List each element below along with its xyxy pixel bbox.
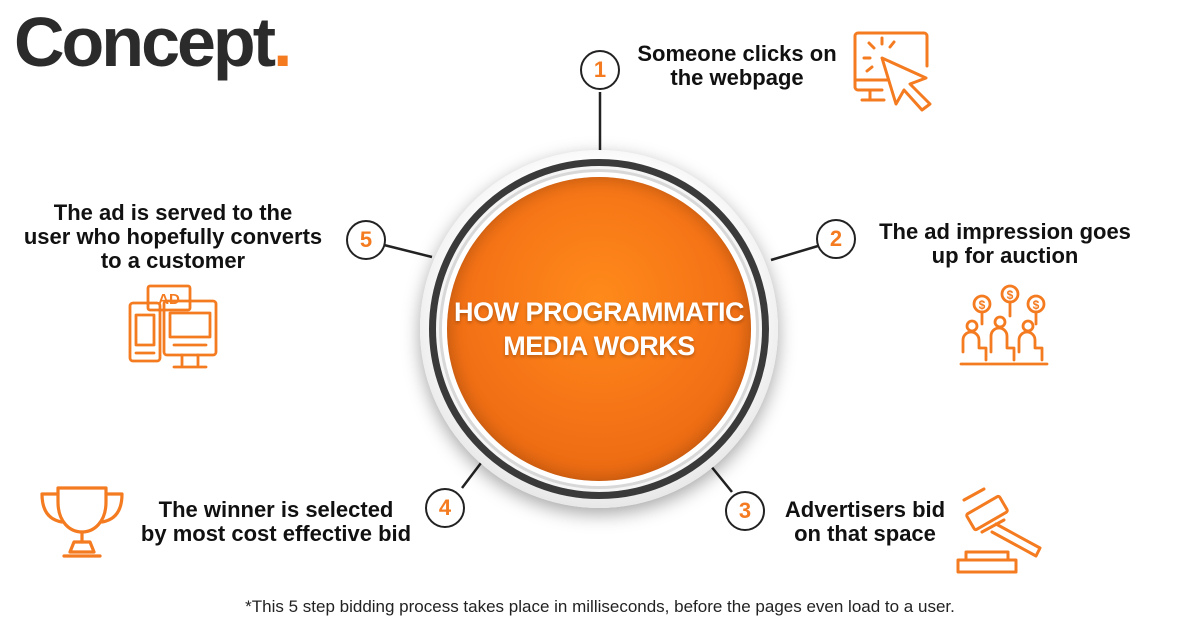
- cursor-click-screen-icon: [853, 31, 932, 112]
- step-5-text: The ad is served to the user who hopeful…: [10, 201, 336, 273]
- ad-icon-label: AD: [158, 291, 180, 308]
- step-3-text: Advertisers bid on that space: [772, 498, 958, 546]
- step-3-badge: 3: [725, 491, 765, 531]
- logo-dot: .: [273, 3, 293, 81]
- connector-5: [383, 243, 433, 259]
- step-5-badge: 5: [346, 220, 386, 260]
- step-2-line2: up for auction: [931, 243, 1079, 268]
- step-2-text: The ad impression goes up for auction: [870, 220, 1140, 268]
- step-1-line2: the webpage: [670, 65, 804, 90]
- step-2-line1: The ad impression goes: [879, 219, 1131, 244]
- step-3-line2: on that space: [794, 521, 936, 546]
- step-5-line1: The ad is served to the: [53, 200, 293, 225]
- step-1-badge: 1: [580, 50, 620, 90]
- step-4-badge: 4: [425, 488, 465, 528]
- hub-circle: HOW PROGRAMMATIC MEDIA WORKS: [447, 177, 751, 481]
- step-5-line3: to a customer: [100, 248, 246, 273]
- step-4-text: The winner is selected by most cost effe…: [128, 498, 424, 546]
- ad-devices-icon: AD: [128, 284, 218, 369]
- step-2-badge: 2: [816, 219, 856, 259]
- auction-bidders-icon: $ $ $: [959, 284, 1049, 366]
- logo-text: Concept: [14, 3, 276, 81]
- brand-logo: Concept.: [14, 2, 293, 82]
- hub-title-line2: MEDIA WORKS: [503, 331, 695, 361]
- gavel-icon: [956, 487, 1042, 574]
- step-3-line1: Advertisers bid: [784, 497, 946, 522]
- step-4-line1: The winner is selected: [158, 497, 394, 522]
- step-4-line2: by most cost effective bid: [140, 521, 412, 546]
- step-1-text: Someone clicks on the webpage: [630, 42, 844, 90]
- svg-text:$: $: [1007, 288, 1014, 302]
- step-1-line1: Someone clicks on: [637, 41, 837, 66]
- step-5-line2: user who hopefully converts: [23, 224, 323, 249]
- footnote: *This 5 step bidding process takes place…: [245, 597, 955, 616]
- svg-text:$: $: [1033, 298, 1040, 312]
- svg-text:$: $: [979, 298, 986, 312]
- hub-title-line1: HOW PROGRAMMATIC: [454, 297, 744, 327]
- connector-2: [770, 244, 819, 262]
- trophy-icon: [40, 486, 124, 558]
